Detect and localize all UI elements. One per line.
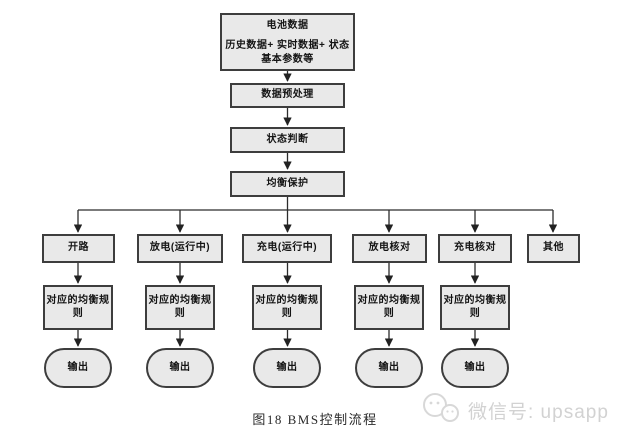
node-balance-protection: 均衡保护 xyxy=(230,171,345,197)
battery-data-line2: 历史数据+ 实时数据+ 状态 xyxy=(225,39,350,51)
node-battery-data: 电池数据 历史数据+ 实时数据+ 状态 基本参数等 xyxy=(220,13,355,71)
watermark: 微信号: upsapp xyxy=(422,392,609,429)
wechat-icon xyxy=(422,392,460,429)
battery-data-title: 电池数据 xyxy=(266,20,309,31)
node-output-4: 输出 xyxy=(355,348,423,388)
battery-data-line3: 基本参数等 xyxy=(261,54,314,65)
node-state-judgment: 状态判断 xyxy=(230,127,345,153)
node-output-3: 输出 xyxy=(253,348,321,388)
node-rule-5: 对应的均衡规则 xyxy=(440,285,510,330)
node-output-2: 输出 xyxy=(146,348,214,388)
node-output-5: 输出 xyxy=(441,348,509,388)
node-data-preprocessing: 数据预处理 xyxy=(230,83,345,108)
node-branch-other: 其他 xyxy=(527,234,580,263)
node-branch-discharge-check: 放电核对 xyxy=(352,234,427,263)
node-rule-4: 对应的均衡规则 xyxy=(354,285,424,330)
node-rule-2: 对应的均衡规则 xyxy=(145,285,215,330)
node-branch-charge-running: 充电(运行中) xyxy=(242,234,332,263)
node-branch-discharge-running: 放电(运行中) xyxy=(137,234,223,263)
node-rule-3: 对应的均衡规则 xyxy=(252,285,322,330)
node-output-1: 输出 xyxy=(44,348,112,388)
figure-caption: 图18 BMS控制流程 xyxy=(252,412,378,427)
node-branch-charge-check: 充电核对 xyxy=(438,234,512,263)
node-rule-1: 对应的均衡规则 xyxy=(43,285,113,330)
node-branch-open-circuit: 开路 xyxy=(42,234,115,263)
watermark-text: 微信号: upsapp xyxy=(468,402,609,423)
